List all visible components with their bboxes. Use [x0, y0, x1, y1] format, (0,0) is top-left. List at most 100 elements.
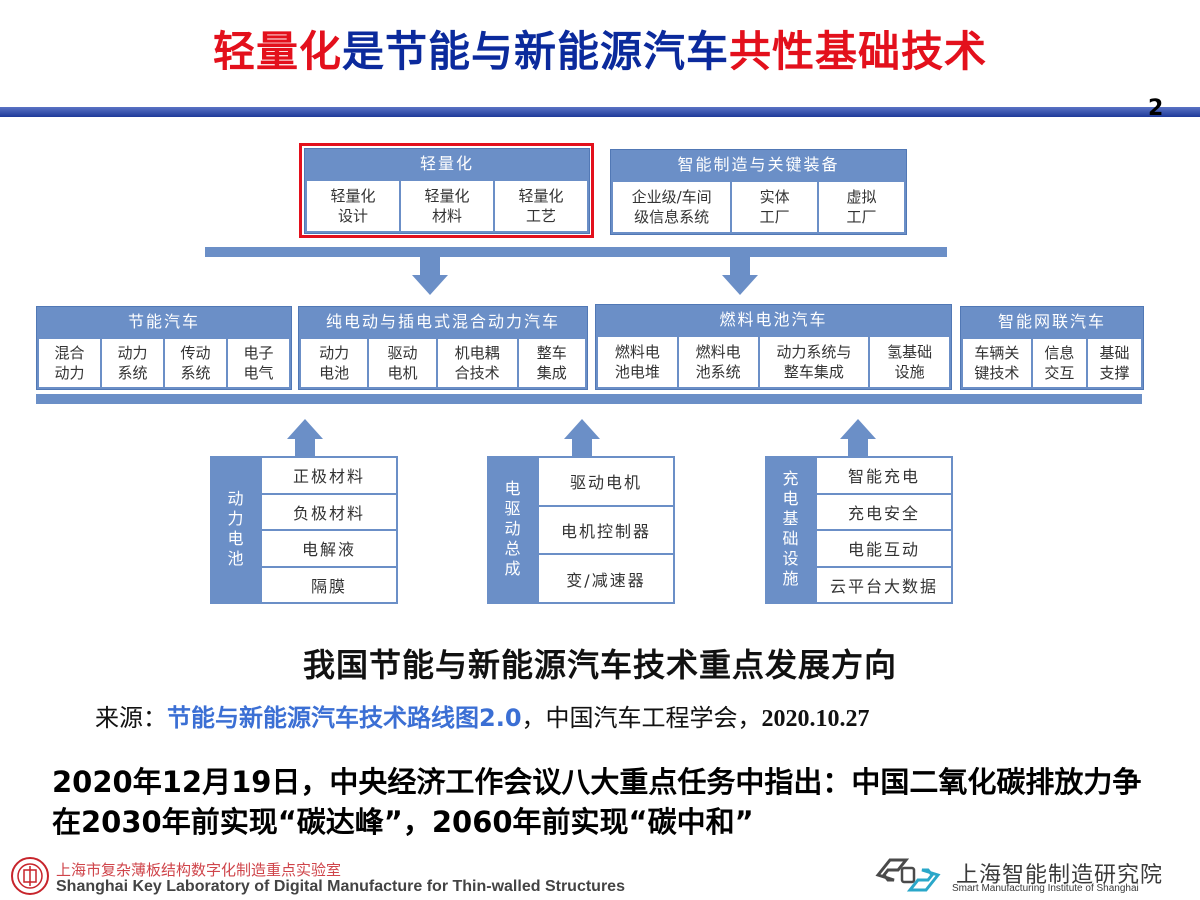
box-charging-infrastructure: 充电基础设施 智能充电 充电安全 电能互动 云平台大数据: [765, 456, 953, 604]
cell-text: 电子 电气: [243, 344, 274, 382]
box-title: 节能汽车: [127, 312, 200, 331]
cell-text: 信息 交互: [1044, 344, 1075, 382]
source-link[interactable]: 节能与新能源汽车技术路线图2.0: [167, 704, 522, 732]
university-seal-icon: [11, 857, 49, 895]
cell-text: 轻量化 工艺: [518, 187, 564, 225]
item-motor-controller: 电机控制器: [539, 506, 673, 554]
source-date: 2020.10.27: [761, 706, 870, 732]
box-energy-saving-vehicle: 节能汽车 混合 动力 动力 系统 传动 系统 电子 电气: [36, 306, 292, 390]
box-electric-vehicle: 纯电动与插电式混合动力汽车 动力 电池 驱动 电机 机电耦 合技术 整车 集成: [298, 306, 588, 390]
cell-interaction: 信息 交互: [1032, 339, 1086, 387]
cell-text: 动力 电池: [319, 344, 350, 382]
policy-statement: 2020年12月19日，中央经济工作会议八大重点任务中指出：中国二氧化碳排放力争…: [52, 765, 1142, 839]
cell-text: 虚拟 工厂: [846, 188, 877, 226]
arrow-shaft: [730, 257, 750, 275]
item-smart-charging: 智能充电: [817, 458, 951, 493]
source-middle: ，中国汽车工程学会，: [521, 704, 762, 732]
cell-lightweight-process: 轻量化 工艺: [495, 181, 587, 231]
box-title: 智能网联汽车: [997, 312, 1106, 331]
arrow-shaft: [572, 439, 592, 457]
header-rule: [0, 107, 1200, 117]
institute-name-en: Smart Manufacturing Institute of Shangha…: [952, 883, 1139, 894]
item-reducer: 变/减速器: [539, 555, 673, 603]
title-part-1: 轻量化: [212, 27, 342, 76]
cell-text: 整车 集成: [536, 344, 567, 382]
box-electric-drive: 电驱动总成 驱动电机 电机控制器 变/减速器: [487, 456, 675, 604]
cell-physical-factory: 实体 工厂: [732, 182, 818, 232]
cell-integration: 整车 集成: [518, 339, 585, 387]
source-line: 来源：节能与新能源汽车技术路线图2.0，中国汽车工程学会，2020.10.27: [95, 698, 870, 733]
technology-diagram: 轻量化 轻量化 设计 轻量化 材料 轻量化 工艺 智能制造与关键装备 企业级/车…: [36, 143, 1144, 604]
lab-name-en: Shanghai Key Laboratory of Digital Manuf…: [56, 878, 625, 895]
box-connected-vehicle: 智能网联汽车 车辆关 键技术 信息 交互 基础 支撑: [960, 306, 1144, 390]
item-separator: 隔膜: [262, 567, 396, 602]
cell-coupling: 机电耦 合技术: [437, 339, 517, 387]
item-cloud-bigdata: 云平台大数据: [817, 567, 951, 602]
cell-text: 轻量化 设计: [330, 187, 376, 225]
cell-text: 燃料电 池系统: [695, 343, 741, 381]
cell-text: 燃料电 池电堆: [614, 343, 660, 381]
item-anode: 负极材料: [262, 494, 396, 529]
cell-fc-system: 燃料电 池系统: [678, 337, 758, 387]
item-electrolyte: 电解液: [262, 531, 396, 566]
cell-info-system: 企业级/车间 级信息系统: [613, 182, 731, 232]
arrow-up-icon: [840, 419, 876, 439]
cell-text: 驱动 电机: [387, 344, 418, 382]
cell-vehicle-tech: 车辆关 键技术: [963, 339, 1031, 387]
cell-text: 车辆关 键技术: [974, 344, 1020, 382]
item-drive-motor: 驱动电机: [539, 458, 673, 505]
title-part-3: 共性基础技术: [729, 27, 988, 76]
cell-text: 动力 系统: [117, 344, 148, 382]
arrow-shaft: [420, 257, 440, 275]
cell-virtual-factory: 虚拟 工厂: [819, 182, 904, 232]
connector-bar-top: [205, 247, 947, 257]
item-cathode: 正极材料: [262, 458, 396, 493]
institute-logo-icon: [875, 858, 941, 892]
cell-electronics: 电子 电气: [228, 339, 289, 387]
lab-name-cn: 上海市复杂薄板结构数字化制造重点实验室: [56, 861, 342, 879]
vertical-label: 电驱动总成: [501, 480, 521, 580]
cell-lightweight-design: 轻量化 设计: [307, 181, 399, 231]
item-energy-interaction: 电能互动: [817, 531, 951, 566]
cell-hybrid: 混合 动力: [39, 339, 100, 387]
box-fuel-cell-vehicle: 燃料电池汽车 燃料电 池电堆 燃料电 池系统 动力系统与 整车集成 氢基础 设施: [595, 304, 952, 390]
cell-powertrain: 动力 系统: [102, 339, 163, 387]
box-title: 智能制造与关键装备: [677, 155, 840, 174]
cell-system-integration: 动力系统与 整车集成: [759, 337, 869, 387]
arrow-shaft: [848, 439, 868, 457]
arrow-down-icon: [412, 275, 448, 295]
page-number: 2: [1148, 96, 1164, 121]
connector-bar-middle: [36, 394, 1142, 404]
box-title: 纯电动与插电式混合动力汽车: [325, 312, 560, 331]
cell-text: 氢基础 设施: [887, 343, 933, 381]
cell-text: 企业级/车间 级信息系统: [631, 188, 712, 226]
vertical-label: 充电基础设施: [779, 470, 799, 590]
cell-text: 传动 系统: [180, 344, 211, 382]
cell-text: 混合 动力: [54, 344, 85, 382]
diagram-caption: 我国节能与新能源汽车技术重点发展方向: [302, 646, 897, 684]
box-title: 燃料电池汽车: [719, 310, 828, 329]
highlight-frame: [299, 143, 594, 238]
cell-text: 动力系统与 整车集成: [776, 343, 852, 381]
cell-stack: 燃料电 池电堆: [598, 337, 677, 387]
arrow-down-icon: [722, 275, 758, 295]
institute-name-cn: 上海智能制造研究院: [956, 863, 1164, 888]
cell-text: 轻量化 材料: [424, 187, 470, 225]
cell-lightweight-material: 轻量化 材料: [401, 181, 493, 231]
cell-power-battery: 动力 电池: [301, 339, 368, 387]
arrow-up-icon: [564, 419, 600, 439]
cell-transmission: 传动 系统: [165, 339, 226, 387]
cell-text: 机电耦 合技术: [454, 344, 500, 382]
page-title: 轻量化是节能与新能源汽车共性基础技术: [0, 18, 1200, 79]
source-prefix: 来源：: [95, 704, 167, 732]
title-part-2: 是节能与新能源汽车: [341, 27, 729, 76]
vertical-label: 动力电池: [224, 490, 244, 570]
arrow-up-icon: [287, 419, 323, 439]
cell-text: 实体 工厂: [759, 188, 790, 226]
arrow-shaft: [295, 439, 315, 457]
box-title: 轻量化: [419, 154, 474, 173]
item-charging-safety: 充电安全: [817, 494, 951, 529]
box-smart-manufacturing: 智能制造与关键装备 企业级/车间 级信息系统 实体 工厂 虚拟 工厂: [610, 149, 907, 235]
box-power-battery: 动力电池 正极材料 负极材料 电解液 隔膜: [210, 456, 398, 604]
cell-hydrogen: 氢基础 设施: [870, 337, 949, 387]
